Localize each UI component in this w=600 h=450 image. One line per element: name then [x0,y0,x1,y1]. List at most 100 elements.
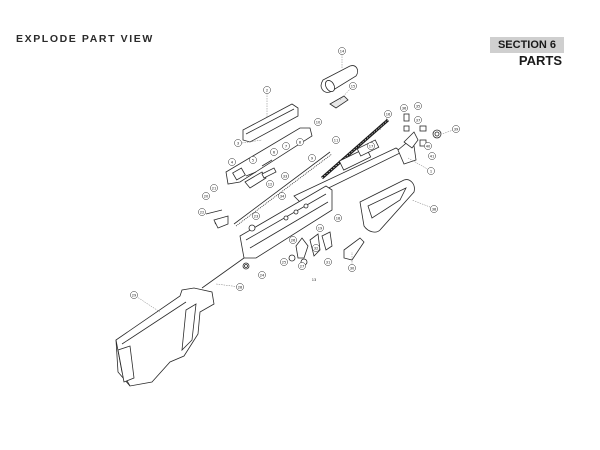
callout-circle [308,154,316,162]
front-sight-part [397,131,419,165]
callout-18: 18 [334,214,342,222]
callout-number: 21 [212,186,217,190]
callout-circle [289,236,297,244]
callout-number: 8 [299,140,302,144]
callout-number: 40 [426,144,431,148]
pins-part [205,159,273,232]
callout-number: 14 [340,49,345,53]
callout-circle [280,258,288,266]
callout-circle [400,104,408,112]
callout-circle [384,110,392,118]
callout-34: 34 [278,192,286,200]
callout-labels: 2 14 15 3 4 5 6 7 8 9 10 11 12 16 17 18 … [130,47,460,299]
bolt-carrier-part [225,127,313,185]
callout-10: 10 [314,118,322,126]
callout-39: 39 [452,125,460,133]
callout-9: 9 [308,154,316,162]
callout-number: 25 [282,260,287,264]
callout-circle [234,139,242,147]
callout-number: 1 [430,169,432,173]
callout-circle [427,167,435,175]
callout-number: 10 [316,120,321,124]
callout-circle [298,262,306,270]
callout-30: 30 [348,264,356,272]
callout-circle [296,138,304,146]
callout-circle [228,158,236,166]
callout-26: 26 [289,236,297,244]
callout-circle [430,205,438,213]
callout-6: 6 [270,148,278,156]
section-badge: SECTION 6 [490,37,564,53]
callout-number: 31 [326,260,331,264]
callout-24: 24 [258,271,266,279]
callout-number: 27 [300,264,305,268]
callout-21: 21 [210,184,218,192]
muzzle-nut-part [432,129,442,139]
callout-number: 4 [231,160,234,164]
callout-40: 40 [424,142,432,150]
callout-number: 34 [280,194,285,198]
callout-number: 3 [237,141,239,145]
buffer-rod-part [201,257,250,289]
callout-circle [367,142,375,150]
callout-number: 38 [432,207,437,211]
callout-number: 18 [336,216,341,220]
callout-circle [349,82,357,90]
callout-3: 3 [234,139,242,147]
callout-22: 22 [198,208,206,216]
callout-circle [338,47,346,55]
callout-number: 9 [311,156,314,160]
callout-38: 38 [430,205,438,213]
callout-circle [130,291,138,299]
callout-circle [270,148,278,156]
callout-number: 7 [285,144,287,148]
callout-16: 16 [384,110,392,118]
callout-number: 35 [416,104,421,108]
callout-circle [249,156,257,164]
callout-31: 31 [324,258,332,266]
callout-circle [266,180,274,188]
callout-37: 37 [414,116,422,124]
callout-5: 5 [249,156,257,164]
callout-number: 12 [268,182,273,186]
callout-number: 41 [430,154,435,158]
bottom-part-number: 13 [312,278,317,282]
callout-23: 23 [252,212,260,220]
callout-17: 17 [367,142,375,150]
callout-number: 29 [132,293,137,297]
callout-number: 33 [283,174,288,178]
selector-lever-part [343,237,365,261]
lower-handguard-part [359,179,415,233]
callout-25: 25 [280,258,288,266]
callout-circle [236,283,244,291]
callout-circle [198,208,206,216]
callout-circle [281,172,289,180]
callout-circle [312,244,320,252]
callout-2: 2 [263,86,271,94]
callout-circle [282,142,290,150]
upper-handguard-part [320,65,358,93]
callout-1: 1 [427,167,435,175]
callout-11: 11 [332,136,340,144]
callout-20: 20 [202,192,210,200]
callout-7: 7 [282,142,290,150]
callout-circle [252,212,260,220]
callout-32: 32 [312,244,320,252]
callout-28: 28 [236,283,244,291]
callout-14: 14 [338,47,346,55]
callout-number: 17 [369,144,374,148]
callout-36: 36 [400,104,408,112]
callout-number: 30 [350,266,355,270]
page-title: EXPLODE PART VIEW [16,33,154,45]
callout-circle [424,142,432,150]
callout-number: 2 [266,88,268,92]
callout-number: 36 [402,106,407,110]
callout-circle [202,192,210,200]
callout-number: 32 [314,246,319,250]
callout-circle [452,125,460,133]
callout-number: 28 [238,285,243,289]
callout-circle [314,118,322,126]
callout-number: 20 [204,194,209,198]
